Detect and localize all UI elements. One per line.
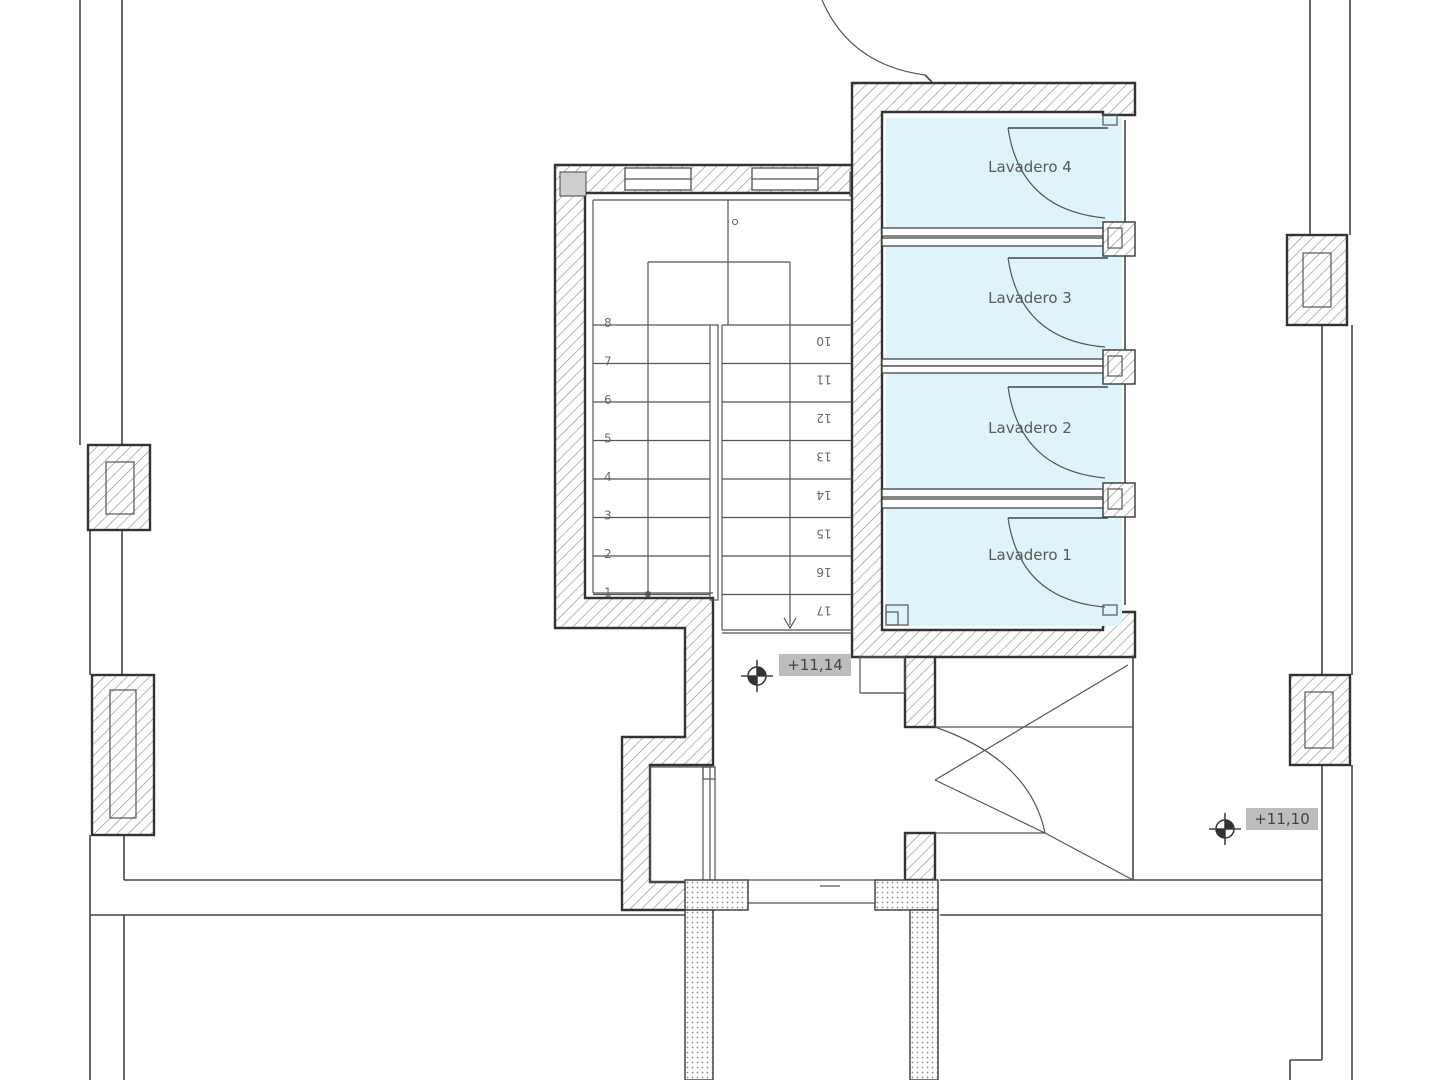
level-label-exterior: +11,10 [1254,810,1310,828]
laundry-block [850,81,1137,659]
stair-step-number: 15 [816,527,831,541]
room-label-lavadero-1: Lavadero 1 [988,546,1072,564]
laundry-room-1-floor [886,508,1122,626]
room-label-lavadero-4: Lavadero 4 [988,158,1072,176]
top-door [821,0,933,83]
stair-step-number: 2 [604,547,612,561]
stair-step-number: 13 [816,450,831,464]
room-label-lavadero-2: Lavadero 2 [988,419,1072,437]
stair-step-number: 5 [604,432,612,446]
stair-step-number: 3 [604,509,612,523]
laundry-room-2-floor [886,373,1122,489]
lower-hall [649,655,1134,1080]
room-label-lavadero-3: Lavadero 3 [988,289,1072,307]
stair-step-number: 12 [816,411,831,425]
level-marker-exterior: +11,10 [1209,808,1318,845]
stair-step-number: 8 [604,316,612,330]
stair-step-number: 6 [604,393,612,407]
room-labels: Lavadero 4 Lavadero 3 Lavadero 2 Lavader… [988,158,1072,564]
stair-step-number: 7 [604,355,612,369]
pilasters [86,233,1352,837]
stair-step-number: 14 [816,488,831,502]
laundry-room-4-floor [886,118,1122,228]
stair-step-number: 10 [816,334,831,348]
stair-step-number: 16 [816,565,831,579]
level-label-landing: +11,14 [787,656,843,674]
laundry-doors [1007,127,1108,608]
stair-step-number: 11 [816,373,831,387]
stair-step-number: 4 [604,470,612,484]
laundry-room-3-floor [886,246,1122,359]
facade-walls [79,0,1353,1080]
stair-step-number: 17 [816,604,831,618]
level-marker-landing: +11,14 [741,654,851,692]
